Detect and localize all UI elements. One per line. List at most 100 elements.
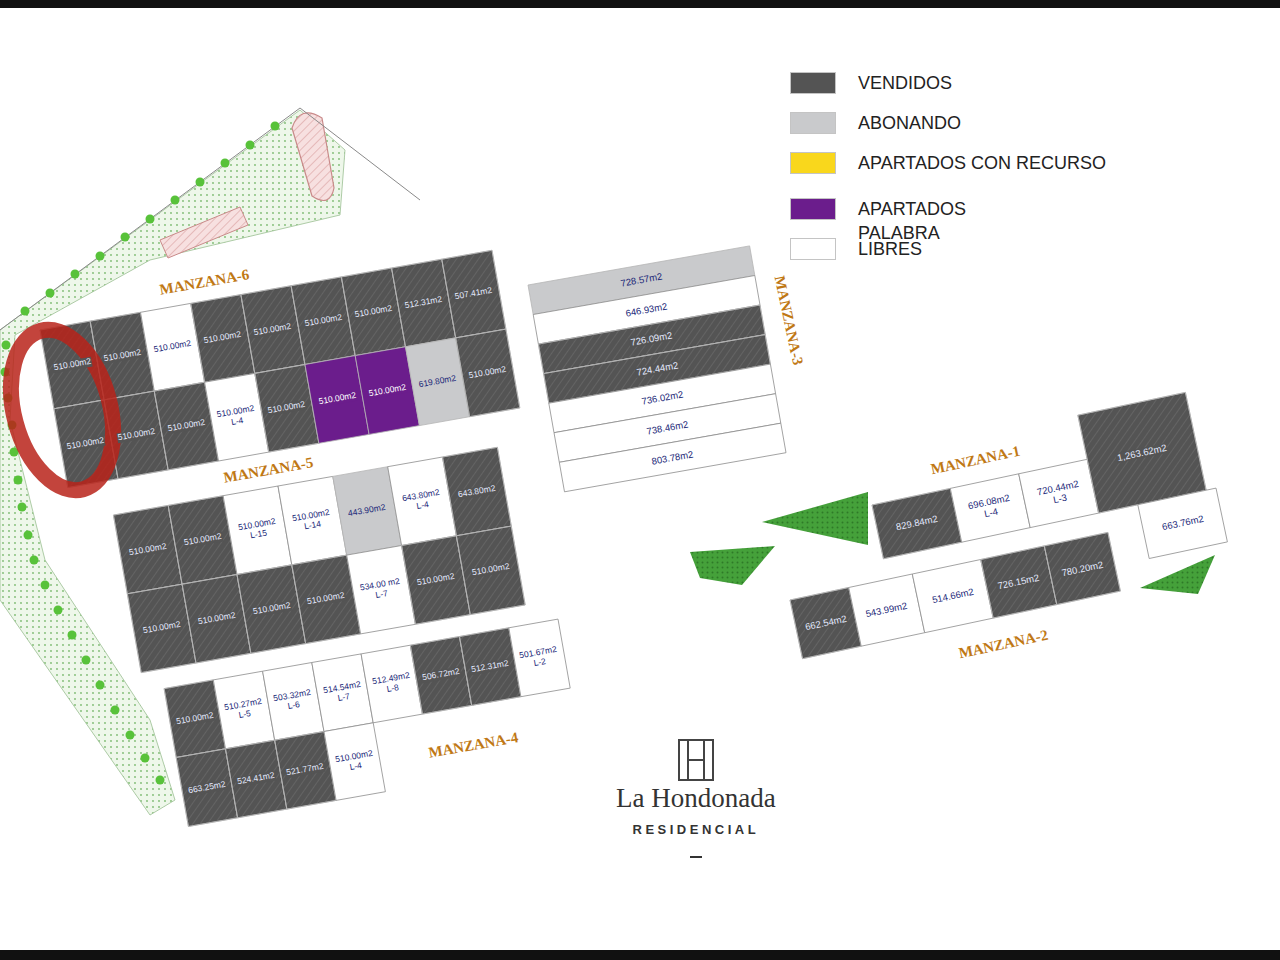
green-area — [1140, 555, 1215, 594]
lot-box: 1,263.62m2 — [1078, 392, 1206, 513]
lot-area: 506.72m2 — [421, 667, 462, 684]
lot-number: L-8 — [385, 683, 401, 695]
lot-box: 534.00 m2L-7 — [347, 545, 416, 633]
lot-fill — [981, 546, 1057, 618]
lot-box: 510.00m2 — [113, 505, 182, 593]
lot-area: 510.00m2 — [202, 330, 243, 347]
lot-fill — [456, 526, 525, 615]
donation-area — [160, 207, 248, 258]
lot-area: 510.00m2 — [116, 427, 157, 444]
lot-area: 510.00m2 — [127, 541, 168, 558]
legend-swatch — [790, 112, 836, 134]
lot-fill — [509, 619, 570, 697]
lot-number: L-7 — [335, 691, 351, 703]
logo-mark — [679, 740, 713, 780]
lot-box: 803.78m2 — [559, 423, 786, 492]
lot-box: 506.72m2 — [410, 636, 471, 714]
lot-box: 512.49m2L-8 — [361, 645, 422, 723]
lot-box: 696.08m2L-4 — [950, 474, 1030, 542]
lot-fill — [790, 588, 861, 659]
lot-box: 514.66m2 — [912, 559, 993, 632]
logo-dash — [690, 856, 702, 858]
lot-area: 512.31m2 — [470, 658, 511, 675]
lot-box: 510.00m2 — [40, 321, 104, 409]
lot-area: 521.77m2 — [285, 762, 326, 779]
lot-area: 510.00m2 — [266, 400, 307, 417]
lot-number: L-4 — [348, 760, 364, 772]
green-area — [762, 492, 868, 545]
lot-box: 510.00m2 — [291, 277, 355, 365]
lot-box: 663.25m2 — [176, 749, 237, 827]
lot-area: 663.76m2 — [1160, 513, 1206, 533]
lot-box: 720.44m2L-3 — [1019, 459, 1099, 527]
lot-area: 543.99m2 — [864, 600, 910, 620]
lot-box: 510.27m2L-5 — [213, 671, 274, 749]
lot-box: 510.00m2L-4 — [324, 723, 385, 801]
lot-number: L-5 — [237, 709, 253, 721]
lot-area: 736.02m2 — [639, 389, 684, 407]
lot-number: L-4 — [415, 500, 431, 512]
lot-box: 510.00m2 — [104, 391, 168, 479]
lot-fill — [456, 329, 520, 417]
lot-area: 510.00m2 — [306, 591, 347, 608]
brand-text: La Hondonada — [616, 783, 776, 814]
lot-area: 510.00m2 — [65, 435, 106, 452]
lot-area: 510.00m2 — [152, 339, 193, 356]
lot-box: 726.15m2 — [981, 546, 1057, 618]
lot-box: 510.00m2L-14 — [278, 476, 347, 564]
lot-area: 646.93m2 — [624, 301, 669, 319]
lot-area: 510.00m2 — [174, 710, 215, 727]
lot-box: 510.00m2 — [305, 356, 369, 444]
lot-fill — [872, 488, 962, 558]
lot-box: 510.00m2 — [191, 295, 255, 383]
lot-fill — [442, 250, 506, 338]
lot-box: 524.41m2 — [225, 740, 286, 818]
lot-area: 1,263.62m2 — [1115, 442, 1168, 464]
lot-area: 662.54m2 — [803, 613, 849, 633]
lot-fill — [849, 574, 925, 646]
lot-area: 724.44m2 — [634, 360, 679, 378]
legend-text: LIBRES — [858, 237, 922, 261]
lot-area: 643.80m2 — [456, 483, 497, 500]
red-circle-mark — [0, 318, 130, 501]
lot-fill — [456, 329, 520, 417]
top-bar — [0, 0, 1280, 8]
green-belt — [0, 110, 345, 815]
lot-area: 510.00m2 — [253, 321, 294, 338]
lot-box: 510.00m2 — [456, 329, 520, 417]
lot-box: 510.00m2 — [168, 496, 237, 584]
lot-box: 510.00m2 — [140, 303, 204, 391]
lot-area: 510.00m2 — [102, 348, 143, 365]
lot-area: 510.00m2 — [251, 601, 292, 618]
lot-box: 643.80m2L-4 — [388, 457, 457, 545]
lot-box: 510.00m2 — [402, 536, 471, 624]
lot-fill — [559, 423, 786, 492]
lot-box: 738.46m2 — [554, 394, 781, 463]
green-area — [690, 546, 775, 585]
lot-area: 510.00m2 — [353, 304, 394, 321]
lot-area: 510.00m2 — [467, 365, 508, 382]
brand-text: RESIDENCIAL — [633, 822, 760, 837]
lot-area: 510.00m2 — [415, 572, 456, 589]
lot-fill — [1044, 532, 1120, 604]
lot-box: 510.00m2L-4 — [205, 373, 269, 461]
lot-box: 619.80m2 — [405, 338, 469, 426]
legend-text: APARTADOS CON RECURSO — [858, 151, 1106, 175]
lot-box: 521.77m2 — [275, 731, 336, 809]
lot-box: 510.00m2 — [355, 347, 419, 435]
lot-area: 512.31m2 — [403, 295, 444, 312]
lot-number: L-3 — [1051, 492, 1069, 506]
lot-area: 726.09m2 — [629, 330, 674, 348]
legend-text: APARTADOS PALABRA — [858, 197, 998, 245]
lot-number: L-15 — [248, 529, 268, 542]
lot-number: L-6 — [286, 700, 302, 712]
lot-area: 510.00m2 — [166, 418, 207, 435]
lot-box: 507.41m2 — [442, 250, 506, 338]
lot-box: 510.00m2 — [90, 312, 154, 400]
lot-fill — [950, 474, 1030, 542]
lot-box: 510.00m2 — [241, 286, 305, 374]
lot-area: 726.15m2 — [996, 572, 1042, 592]
lot-number: L-4 — [983, 506, 1001, 520]
lot-box: 443.90m2 — [333, 467, 402, 555]
